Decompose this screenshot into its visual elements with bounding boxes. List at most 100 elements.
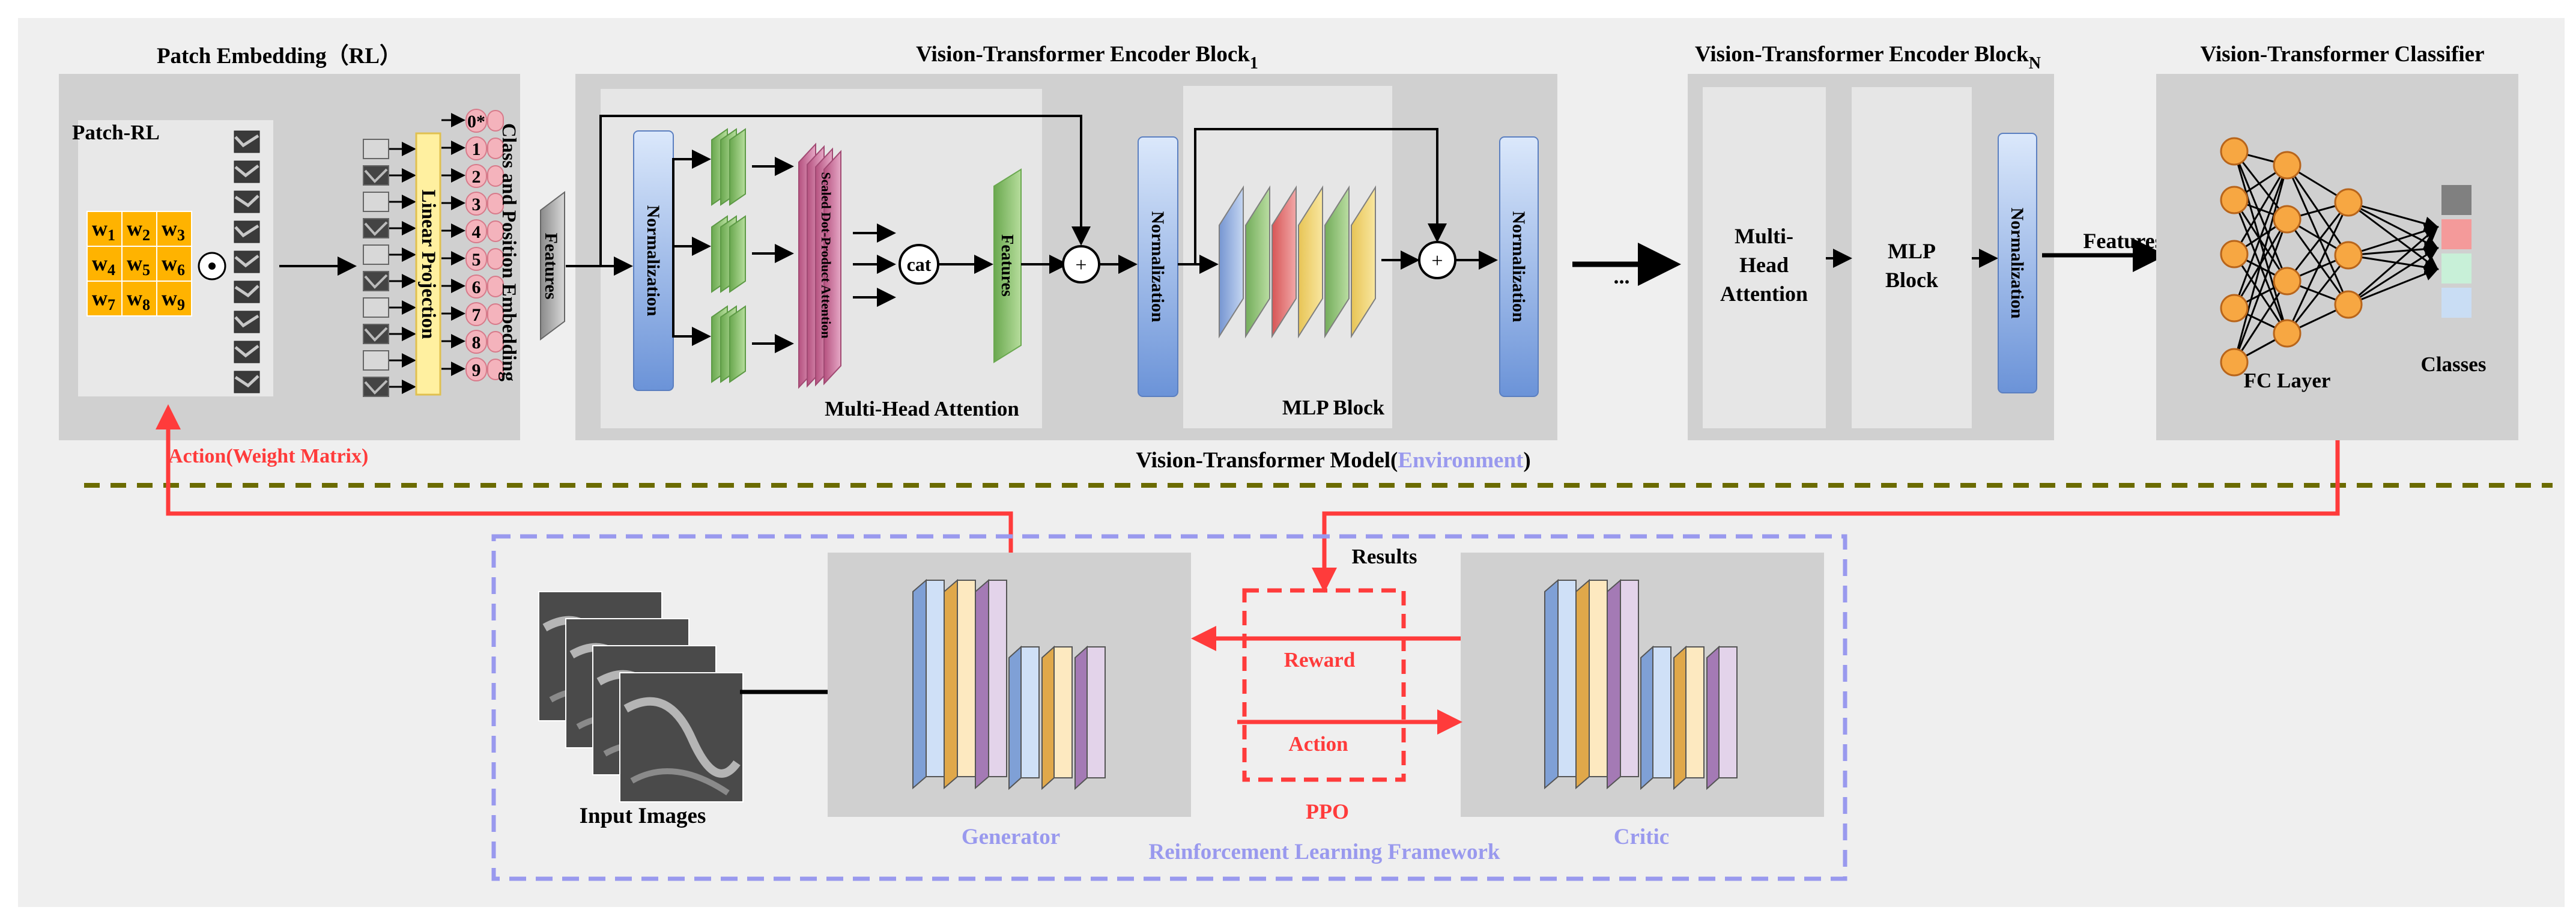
rl-framework-label: Reinforcement Learning Framework <box>1148 840 1500 864</box>
token-bubble <box>465 357 487 381</box>
scaled-attention-label: Scaled Dot-Product Attention <box>819 172 834 338</box>
token-label: 0* <box>467 112 485 132</box>
fc-network <box>2220 137 2439 377</box>
scaled-dot-product-attention <box>798 142 841 389</box>
flattened-patch <box>363 139 389 159</box>
fc-connection <box>2233 165 2288 255</box>
encoder1-normalization-1-label: Normalization <box>643 205 663 317</box>
add-operator-2-symbol: + <box>1431 250 1443 272</box>
fc-output-arrow <box>2348 247 2439 306</box>
ppo-box <box>1242 588 1406 782</box>
patch-thumbnail-texture <box>234 165 259 178</box>
fc-connection <box>2233 281 2288 363</box>
class-box <box>2441 253 2471 284</box>
weight-cell-label: w7 <box>92 286 115 314</box>
ellipsis: ... <box>1614 264 1630 288</box>
weight-cell <box>156 211 192 247</box>
patch-thumbnail-texture <box>234 314 259 328</box>
encoderN-mlp-panel <box>1852 87 1972 428</box>
patch-thumbnail <box>234 341 260 363</box>
rl-framework: Input Images Generator Critic Results Re… <box>491 534 1847 881</box>
patch-thumbnail-texture <box>234 195 259 208</box>
token-bubble <box>465 302 487 326</box>
weight-cell-label: w4 <box>92 251 115 279</box>
net-layer-side <box>1008 645 1022 790</box>
token-label: 1 <box>472 139 481 159</box>
weight-subscript: 1 <box>108 226 115 244</box>
weight-base: w <box>162 286 177 310</box>
encoderN-title-main: Vision-Transformer Encoder Block <box>1695 42 2029 67</box>
position-bubble <box>487 138 504 159</box>
mlp-layer <box>1324 185 1350 339</box>
patch-embedding-title: Patch Embedding（RL） <box>157 43 402 68</box>
net-layer-face <box>1053 646 1073 778</box>
net-layer-side <box>1041 645 1055 790</box>
position-bubble <box>487 303 504 325</box>
class-boxes <box>2441 185 2471 318</box>
residual-connection-1 <box>599 115 1091 266</box>
encoder-block-1: Vision-Transformer Encoder Block1 Normal… <box>566 42 1557 440</box>
fc-connection <box>2233 151 2288 334</box>
flattened-patch <box>363 244 389 265</box>
fc-connection <box>2233 151 2288 220</box>
fc-connection <box>2233 151 2288 282</box>
weight-subscript: 6 <box>177 261 185 279</box>
fc-connection <box>2286 202 2350 282</box>
fc-neuron <box>2273 267 2302 296</box>
mlp-layer <box>1219 185 1244 339</box>
weight-cell-label: w3 <box>162 216 185 244</box>
net-layer-face <box>957 580 976 777</box>
flattened-patch <box>363 377 389 397</box>
head-slab <box>729 128 746 206</box>
encoder1-normalization-2-label: Normalization <box>1148 211 1168 323</box>
input-images-label: Input Images <box>580 804 706 828</box>
weight-base: w <box>127 251 142 275</box>
position-bubble <box>487 248 504 270</box>
model-caption-prefix: Vision-Transformer Model( <box>1136 448 1398 473</box>
hadamard-dot <box>208 262 216 270</box>
net-layer-side <box>975 578 989 790</box>
fc-connection <box>2286 202 2350 334</box>
fc-neuron <box>2273 205 2302 234</box>
net-layer-face <box>1718 646 1738 778</box>
fc-output-arrow <box>2348 223 2439 256</box>
fc-output-arrow <box>2348 267 2439 306</box>
weight-subscript: 2 <box>142 226 150 244</box>
encoderN-title-sub: N <box>2029 54 2041 73</box>
encoderN-normalization-label: Normalization <box>2007 208 2027 319</box>
classes-label: Classes <box>2421 353 2487 376</box>
action-feedback-line <box>156 404 1013 553</box>
fc-connection <box>2233 165 2288 363</box>
class-box <box>2441 219 2471 249</box>
generator-layers <box>912 578 1106 790</box>
mlp-block-label: MLP Block <box>1282 396 1385 419</box>
input-image <box>619 672 744 802</box>
classifier-title: Vision-Transformer Classifier <box>2200 42 2484 67</box>
class-box <box>2441 288 2471 318</box>
fc-neuron <box>2273 151 2302 180</box>
position-bubble <box>487 110 504 132</box>
position-bubble <box>487 359 504 380</box>
net-layer-face <box>926 580 945 777</box>
flattened-patch-texture <box>364 380 388 395</box>
net-layer-face <box>1589 580 1608 777</box>
patch-thumbnail-texture <box>234 224 259 238</box>
net-layer-side <box>1706 645 1720 790</box>
net-layer-face <box>1086 646 1106 778</box>
fc-neuron <box>2273 319 2302 348</box>
weight-base: w <box>127 286 142 310</box>
patch-thumbnail-texture <box>234 255 259 268</box>
token-bubble <box>465 192 487 216</box>
fc-neuron <box>2220 294 2249 323</box>
weight-base: w <box>162 251 177 275</box>
position-bubble <box>487 193 504 214</box>
fc-connection <box>2233 165 2288 309</box>
token-label: 4 <box>472 222 481 242</box>
net-layer-side <box>1575 578 1590 790</box>
fc-neuron <box>2334 290 2363 319</box>
weight-base: w <box>92 286 108 310</box>
model-caption-environment: Environment <box>1398 448 1524 473</box>
